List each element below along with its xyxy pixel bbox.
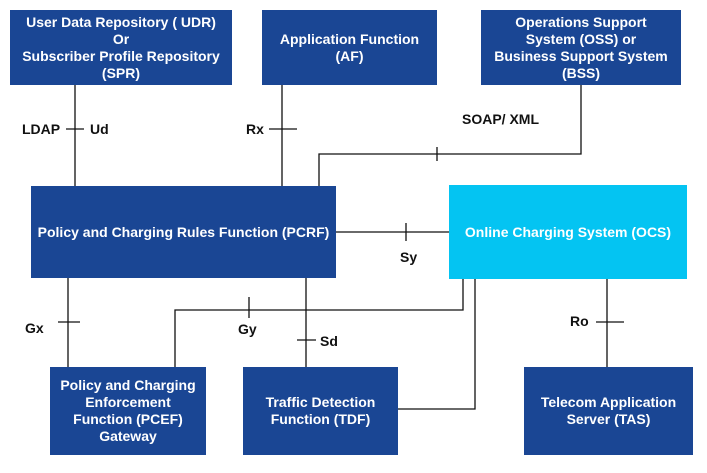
gx-label: Gx: [25, 320, 44, 336]
ocs-node: Online Charging System (OCS): [449, 185, 687, 279]
application-function-node: Application Function (AF): [262, 10, 437, 85]
sy-label: Sy: [400, 249, 418, 265]
gy-label: Gy: [238, 321, 257, 337]
ldap-label: LDAP: [22, 121, 61, 137]
oss-bss-node: Operations Support System (OSS) or Busin…: [481, 10, 681, 85]
ro-label: Ro: [570, 313, 589, 329]
soap-xml-label: SOAP/ XML: [462, 111, 540, 127]
gy-connector: [174, 279, 464, 367]
pcrf-node: Policy and Charging Rules Function (PCRF…: [31, 186, 336, 278]
udr-spr-node: User Data Repository ( UDR) Or Subscribe…: [10, 10, 232, 85]
tas-node: Telecom Application Server (TAS): [524, 367, 693, 455]
soap-xml-connector: [318, 85, 582, 186]
tdf-node: Traffic Detection Function (TDF): [243, 367, 398, 455]
pcef-gateway-node: Policy and Charging Enforcement Function…: [50, 367, 206, 455]
ocs-tdf-connector: [398, 279, 476, 410]
sd-label: Sd: [320, 333, 338, 349]
rx-label: Rx: [246, 121, 264, 137]
ud-label: Ud: [90, 121, 109, 137]
